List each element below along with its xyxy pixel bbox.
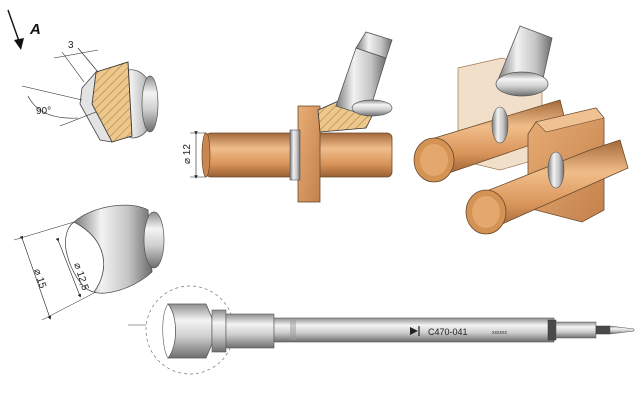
tip-section-detail [79,61,159,143]
dimension-width-label: 3 [68,40,74,51]
dimension-width [53,47,99,83]
diode-symbol-icon [410,326,420,336]
view-label: A [29,21,41,38]
dimension-diameter-12 [190,131,206,179]
view-arrow-icon [7,9,24,50]
dimension-angle [21,85,97,127]
assembly-3d-view [413,25,629,235]
tip-long-view [128,285,635,375]
dimension-angle-label: 90° [36,106,51,117]
pin-side-view [201,31,393,203]
part-number: C470-041 [428,327,468,337]
dimension-diameter-15-label: ⌀ 15 [31,268,48,291]
batch-code: xxxxxx [492,330,508,336]
dimension-diameter-15 [13,221,97,321]
dimension-diameter-12-5 [55,237,82,298]
dimension-diameter-12-label: ⌀ 12 [182,144,193,164]
